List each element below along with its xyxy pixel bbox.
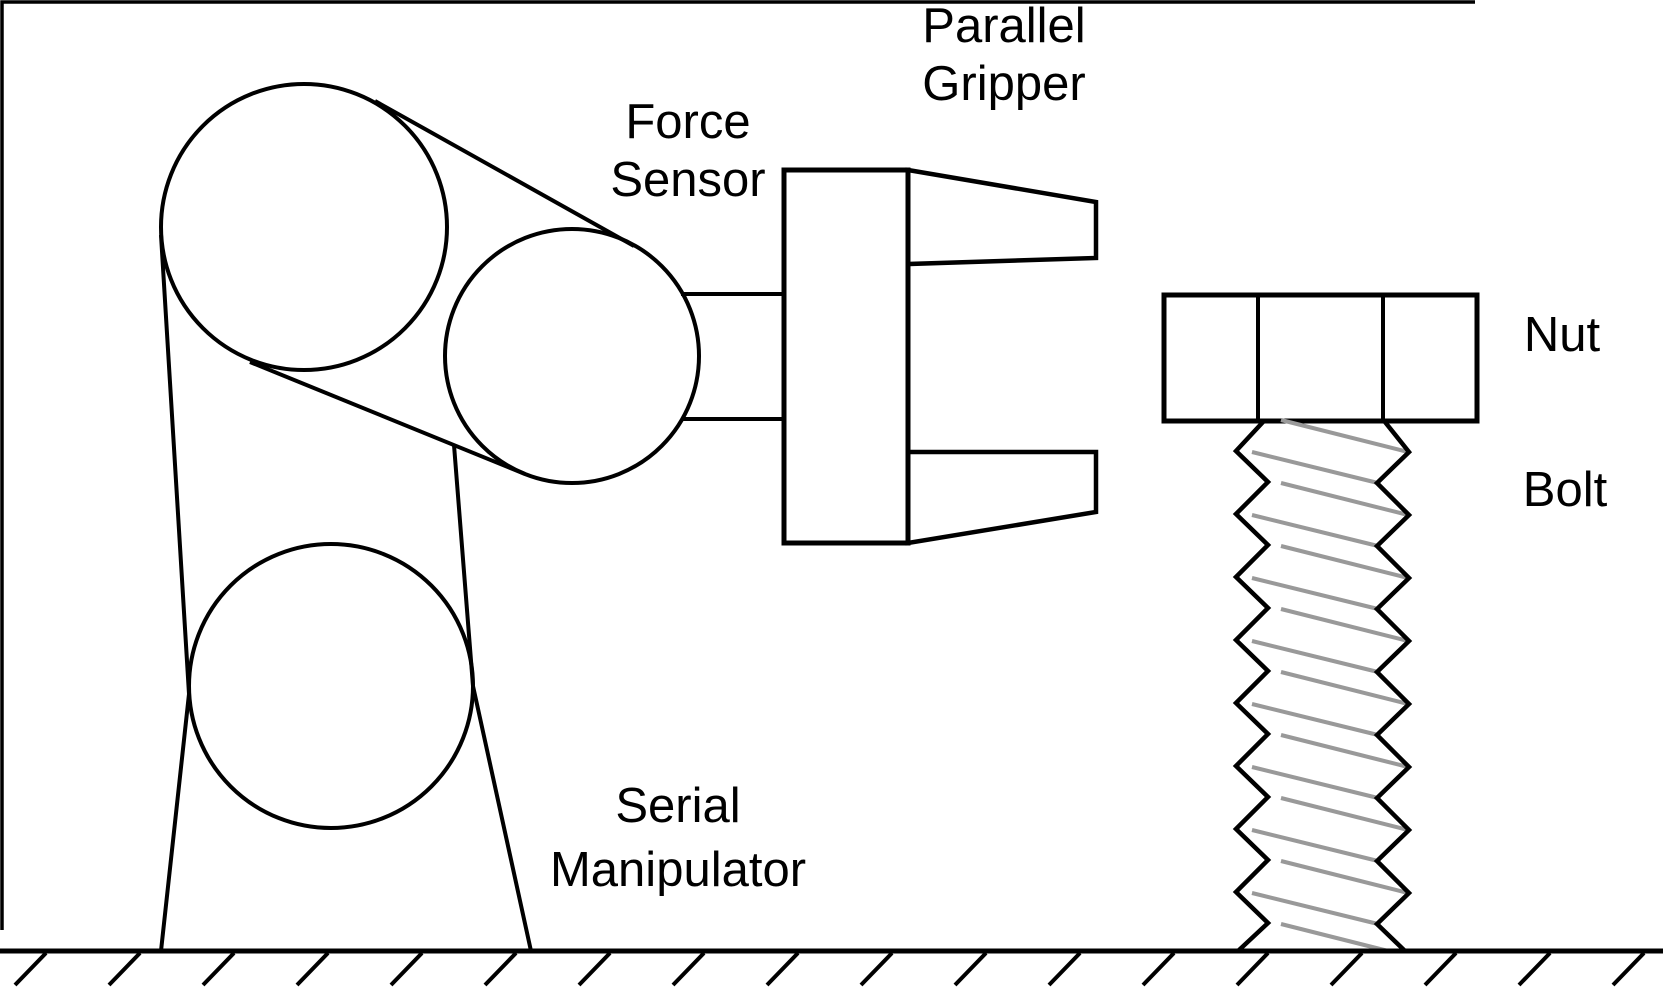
hatch-mark [1329,951,1364,987]
bolt-thread-left-edge [1232,420,1272,953]
figure-border [0,0,1475,930]
diagram-labels: Force Sensor Parallel Gripper Serial Man… [550,0,1608,897]
belt-upper-tangent-line [374,99,635,248]
ground [0,948,1663,987]
force-sensor-label-line2: Sensor [610,153,765,207]
serial-manipulator-label-line2: Manipulator [550,843,806,897]
hatch-mark [107,951,142,987]
bolt-thread-right-edge [1373,420,1413,953]
helix-line [1280,418,1409,454]
parallel-gripper-label-line1: Parallel [922,0,1085,53]
hatch-mark [201,951,236,987]
helix-line [1280,481,1409,517]
hatch-mark [1517,951,1552,987]
helix-line [1251,891,1379,926]
helix-line [1280,796,1409,832]
serial-manipulator-label-line1: Serial [615,779,740,833]
helix-line [1251,576,1379,611]
helix-line [1251,450,1379,485]
nut-part [1161,292,1480,424]
helix-line [1280,733,1409,769]
force-sensor-body [781,167,911,546]
hatch-mark [765,951,800,987]
wrist-joint-circle [443,227,701,485]
hatch-mark [483,951,518,987]
nut-label: Nut [1524,308,1601,362]
bolt-part [1232,418,1413,953]
shoulder-joint-circle [187,542,475,830]
hatch-mark [295,951,330,987]
hatch-mark [1141,951,1176,987]
hatch-mark [671,951,706,987]
hatch-mark [1235,951,1270,987]
parallel-gripper-label-line2: Gripper [922,57,1085,111]
bolt-label: Bolt [1523,463,1608,517]
helix-line [1251,765,1379,800]
helix-line [1280,544,1409,580]
force-sensor-label-line1: Force [625,95,750,149]
arm-left-outline [159,234,192,952]
ground-hatching [13,951,1646,987]
hatch-mark [13,951,48,987]
helix-line [1251,702,1379,737]
helix-line [1251,513,1379,548]
helix-line [1280,922,1389,953]
gripper-upper-jaw [905,167,1099,267]
nut-body [1161,292,1480,424]
elbow-joint-circle [159,82,449,372]
end-effector [781,167,1099,546]
helix-line [1280,670,1409,706]
base-right-outline [452,444,533,952]
helix-line [1280,607,1409,643]
serial-manipulator-arm [159,82,786,952]
hatch-mark [953,951,988,987]
hatch-mark [859,951,894,987]
helix-line [1280,859,1409,895]
gripper-lower-jaw [905,449,1099,546]
belt-lower-tangent-line [249,360,526,476]
hatch-mark [577,951,612,987]
hatch-mark [1611,951,1646,987]
helix-line [1251,639,1379,674]
helix-line [1251,828,1379,863]
bolt-thread-helix-lines [1251,418,1409,953]
hatch-mark [389,951,424,987]
hatch-mark [1047,951,1082,987]
hatch-mark [1423,951,1458,987]
